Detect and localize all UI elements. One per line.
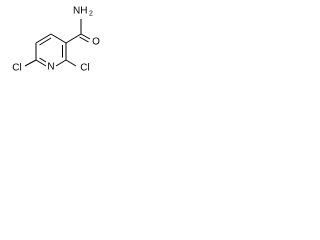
pyridine-ring — [35, 33, 67, 67]
bond-c6-n1 — [35, 59, 47, 67]
bond-carbonyl-o-second — [79, 36, 89, 43]
bond-c4-c5 — [35, 33, 52, 44]
bond-c3-c4 — [50, 33, 67, 44]
bond-c2-cl — [65, 59, 77, 67]
atom-label-cl-left: Cl — [12, 63, 21, 74]
atom-label-amide-o: O — [92, 37, 100, 48]
atom-label-amide-n-subscript: 2 — [89, 11, 93, 18]
bond-c6-n1-inner — [39, 57, 47, 63]
structure-diagram: Cl Cl N O NH 2 — [12, 6, 100, 74]
atom-label-cl-right: Cl — [80, 63, 89, 74]
bond-c3-carbonyl — [65, 33, 82, 44]
bond-carbonyl-o — [80, 33, 91, 40]
bond-c6-cl — [24, 59, 37, 67]
bond-n1-c2 — [55, 59, 67, 67]
bond-c4-c5-inner — [39, 37, 52, 46]
atom-label-ring-n: N — [47, 62, 54, 73]
atom-label-amide-n: NH — [73, 6, 87, 17]
